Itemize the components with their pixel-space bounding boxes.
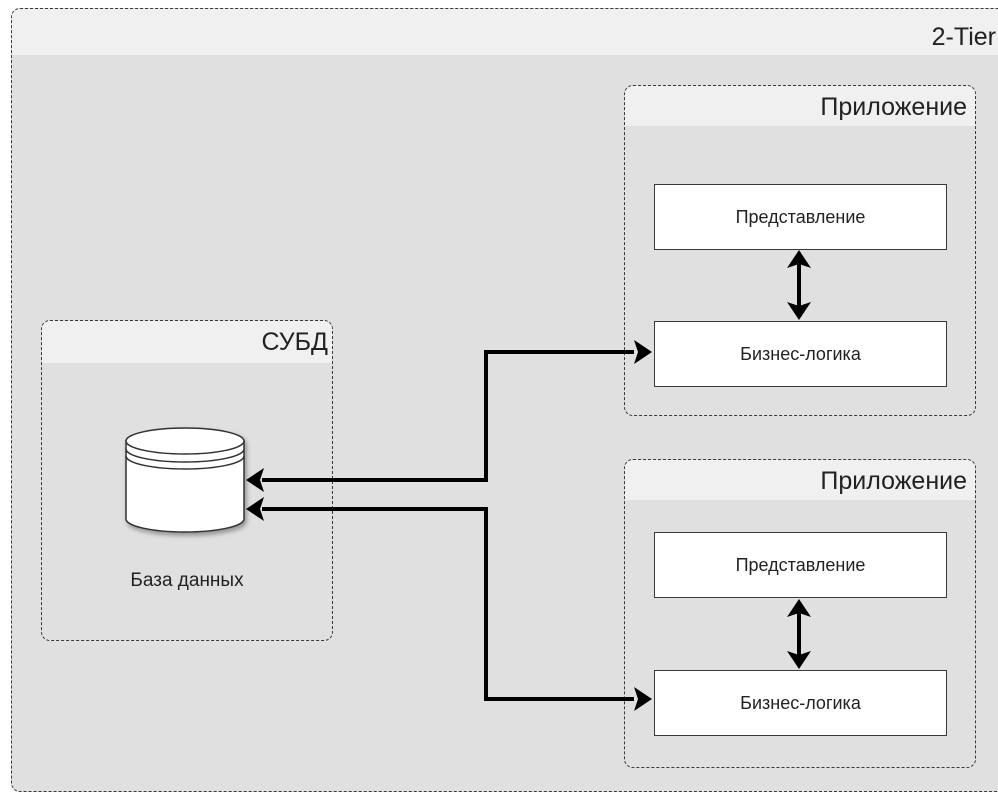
application-label-1: Приложение [820,93,967,121]
connector-db-to-app-2 [262,507,634,701]
business-logic-box-2: Бизнес-логика [654,670,947,736]
database-label: База данных [130,570,244,591]
business-logic-label-2: Бизнес-логика [740,692,861,713]
dbms-header: СУБД [42,321,332,363]
arrowhead-presentation-1 [787,250,811,268]
application-label-2: Приложение [820,467,967,495]
business-logic-label-1: Бизнес-логика [740,343,861,364]
dbms-label: СУБД [261,328,328,356]
tier-header: 2-Tier [12,9,998,55]
arrowhead-logic-up-1 [787,302,811,320]
business-logic-box-1: Бизнес-логика [654,321,947,387]
tier-label: 2-Tier [931,23,996,51]
presentation-label-1: Представление [735,206,866,227]
database-icon [125,427,245,533]
arrowhead-db-2 [246,497,264,521]
arrowhead-logic-2 [634,687,652,711]
arrowhead-db-1 [246,468,264,492]
application-group-1: Приложение Представление Бизнес-логика [624,85,976,416]
application-header-1: Приложение [625,86,975,126]
presentation-label-2: Представление [735,554,866,575]
arrowhead-logic-up-2 [787,651,811,669]
presentation-box-1: Представление [654,184,947,250]
application-header-2: Приложение [625,460,975,500]
presentation-box-2: Представление [654,532,947,598]
connector-db-to-app-1 [262,350,634,482]
arrowhead-presentation-2 [787,599,811,617]
arrowhead-logic-1 [634,340,652,364]
